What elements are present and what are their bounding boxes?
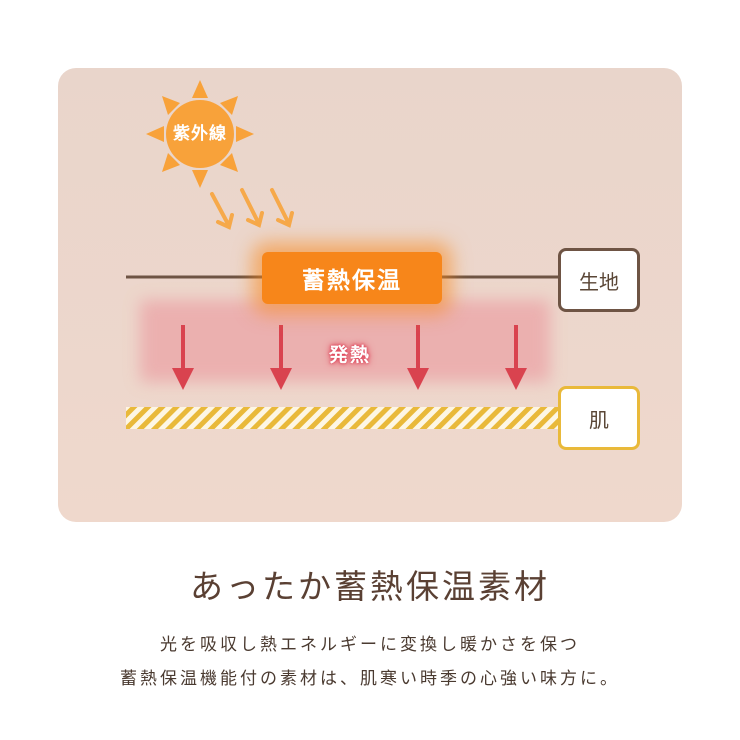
page-title: あったか蓄熱保温素材 — [190, 567, 550, 606]
heat-retention-badge: 蓄熱保温 — [262, 252, 442, 304]
description-line-1: 光を吸収し熱エネルギーに変換し暖かさを保つ — [160, 635, 580, 655]
skin-label: 肌 — [558, 386, 640, 450]
heat-generation-label: 発熱 — [328, 344, 371, 366]
description-line-2: 蓄熱保温機能付の素材は、肌寒い時季の心強い味方に。 — [120, 669, 620, 689]
fabric-label: 生地 — [558, 248, 640, 312]
uv-label: 紫外線 — [173, 124, 227, 144]
